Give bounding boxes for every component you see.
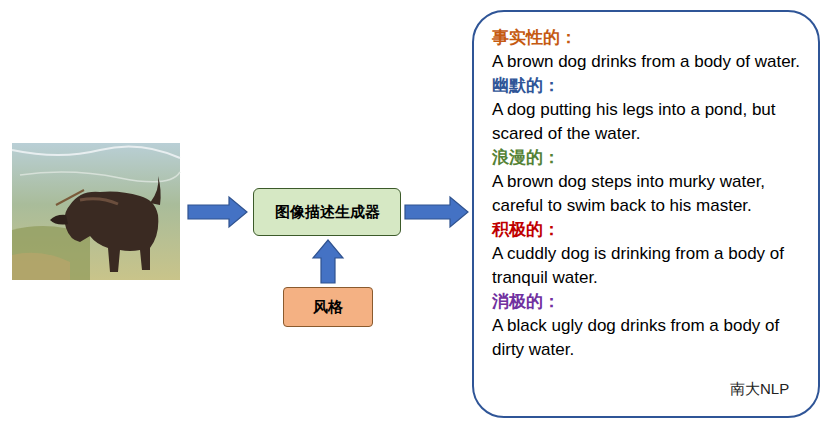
- watermark: 南大NLP: [728, 380, 791, 399]
- caption-text: A black ugly dog drinks from a body of d…: [492, 314, 804, 362]
- input-box: 风格: [283, 287, 373, 327]
- flow-arrow: [405, 197, 468, 227]
- style-heading: 幽默的：: [492, 74, 804, 98]
- style-heading: 事实性的：: [492, 26, 804, 50]
- box-label: 图像描述生成器: [275, 203, 380, 222]
- output-panel: 事实性的：A brown dog drinks from a body of w…: [472, 10, 820, 418]
- flow-arrow: [313, 240, 343, 283]
- caption-text: A brown dog drinks from a body of water.: [492, 50, 804, 74]
- box-label: 风格: [313, 298, 343, 317]
- style-heading: 积极的：: [492, 218, 804, 242]
- style-heading: 浪漫的：: [492, 146, 804, 170]
- style-heading: 消极的：: [492, 290, 804, 314]
- caption-text: A cuddly dog is drinking from a body of …: [492, 242, 804, 290]
- caption-text: A brown dog steps into murky water, care…: [492, 170, 804, 218]
- process-box: 图像描述生成器: [253, 188, 401, 236]
- caption-text: A dog putting his legs into a pond, but …: [492, 98, 804, 146]
- arrow-shape: [313, 240, 343, 283]
- arrow-shape: [405, 197, 468, 227]
